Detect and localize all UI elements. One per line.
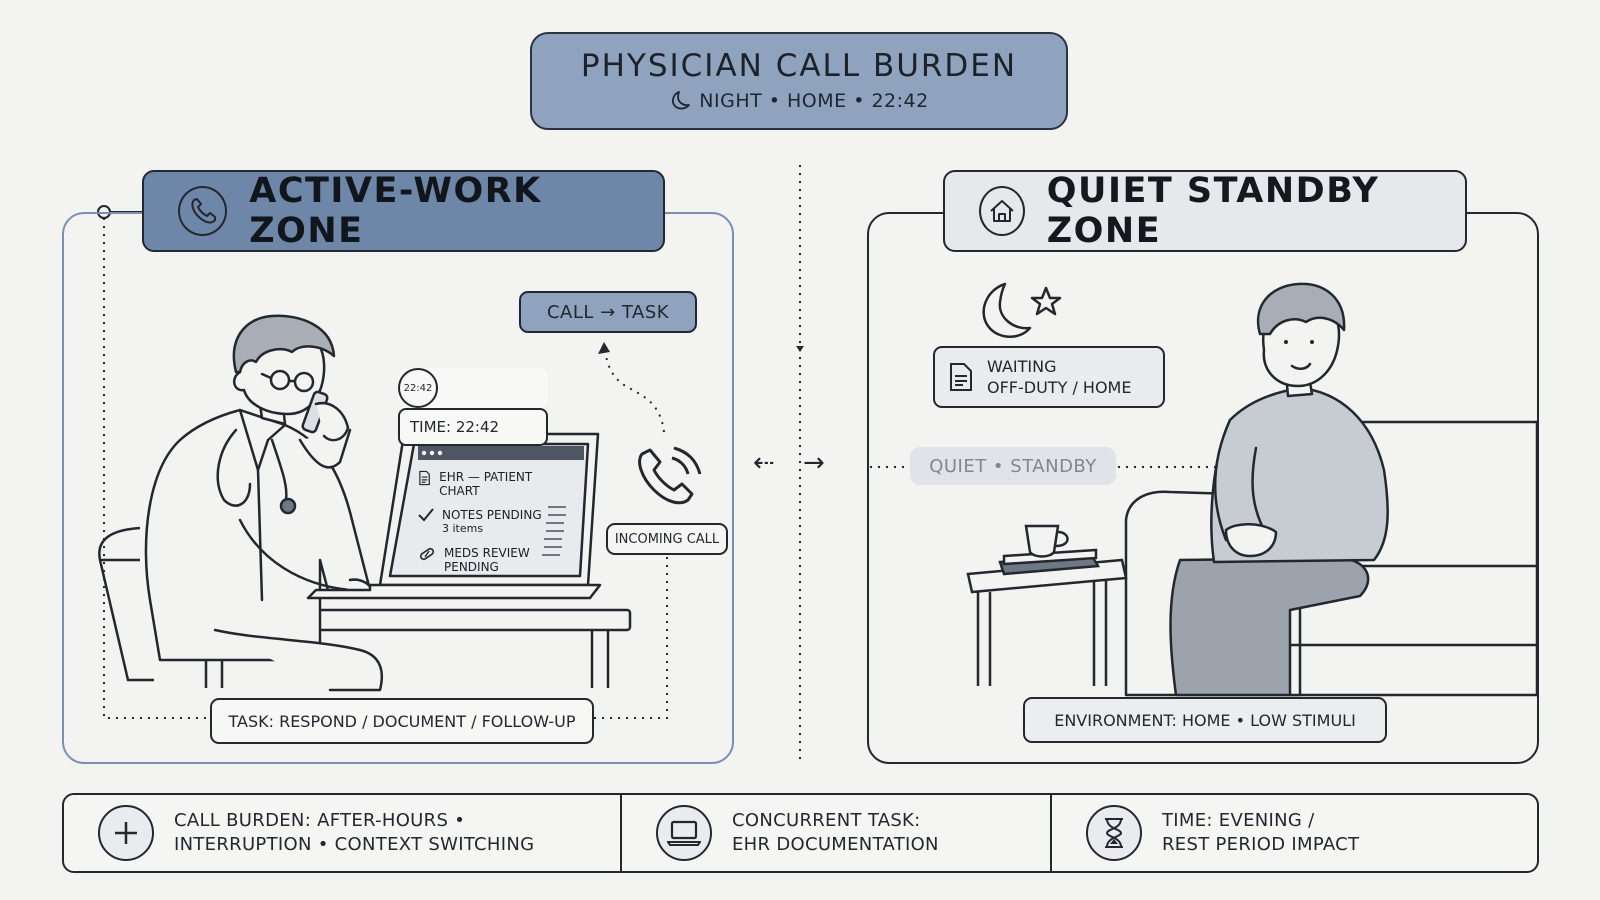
- coffee-cup: [1024, 524, 1069, 558]
- home-icon: [979, 186, 1025, 236]
- quiet-standby-label: QUIET • STANDBY: [910, 447, 1116, 485]
- incoming-phone-icon: [638, 446, 702, 505]
- divider-arrowhead: [796, 346, 804, 352]
- active-zone-title: ACTIVE-WORK ZONE: [249, 171, 542, 251]
- quiet-standby-zone-header: QUIET STANDBY ZONE: [943, 170, 1467, 252]
- doctor-chair: [98, 526, 154, 682]
- ehr-notes-detail: 3 items: [442, 522, 484, 535]
- title-banner: PHYSICIAN CALL BURDEN NIGHT • HOME • 22:…: [530, 32, 1068, 130]
- time-indicator: 22:42 TIME: 22:42: [398, 368, 548, 446]
- pill-icon: [419, 547, 435, 561]
- side-table: [966, 548, 1128, 686]
- laptop-icon: [656, 805, 712, 861]
- quiet-zone-title: QUIET STANDBY ZONE: [1046, 171, 1380, 251]
- summary-time-line2: REST PERIOD IMPACT: [1162, 834, 1360, 855]
- checkmark-icon: [418, 508, 434, 522]
- person-figure: [1169, 282, 1389, 697]
- quiet-standby-panel: [867, 212, 1539, 764]
- phone-icon: [178, 186, 228, 236]
- page-subtitle: NIGHT • HOME • 22:42: [532, 90, 1066, 112]
- right-dotted-loop: [594, 555, 668, 719]
- summary-time-line1: TIME: EVENING /: [1162, 810, 1315, 831]
- call-task-arrowhead: [598, 342, 610, 354]
- moon-icon: [672, 91, 691, 110]
- document-icon: [950, 363, 972, 391]
- summary-call-burden: CALL BURDEN: AFTER-HOURS • INTERRUPTION …: [64, 795, 620, 871]
- ehr-notes-row: NOTES PENDING 3 items: [418, 508, 568, 536]
- ehr-meds-row: MEDS REVIEW PENDING: [418, 546, 568, 574]
- summary-call-burden-line1: CALL BURDEN: AFTER-HOURS •: [174, 810, 466, 831]
- ehr-meds-line1: MEDS REVIEW: [444, 546, 530, 560]
- task-label: TASK: RESPOND / DOCUMENT / FOLLOW-UP: [210, 698, 594, 744]
- plus-icon: [98, 805, 154, 861]
- ehr-title-row: EHR — PATIENT CHART: [418, 470, 568, 498]
- hourglass-icon: [1086, 805, 1142, 861]
- subtitle-text: NIGHT • HOME • 22:42: [699, 90, 929, 112]
- moon-star-icon: [982, 282, 1062, 338]
- waiting-line1: WAITING: [987, 357, 1057, 376]
- summary-concurrent-task: CONCURRENT TASK: EHR DOCUMENTATION: [620, 795, 1050, 871]
- time-label: TIME: 22:42: [398, 408, 548, 446]
- summary-concurrent-line1: CONCURRENT TASK:: [732, 810, 921, 831]
- call-to-task-label: CALL → TASK: [519, 291, 697, 333]
- ehr-notes-title: NOTES PENDING: [442, 508, 542, 522]
- clock-icon: 22:42: [398, 368, 438, 408]
- summary-time: TIME: EVENING / REST PERIOD IMPACT: [1050, 795, 1537, 871]
- incoming-call-label: INCOMING CALL: [606, 523, 728, 555]
- summary-call-burden-line2: INTERRUPTION • CONTEXT SWITCHING: [174, 834, 535, 855]
- active-work-zone-header: ACTIVE-WORK ZONE: [142, 170, 665, 252]
- ehr-meds-line2: PENDING: [444, 560, 499, 574]
- environment-label: ENVIRONMENT: HOME • LOW STIMULI: [1023, 697, 1387, 743]
- transition-arrows: ⇠ →: [753, 448, 835, 478]
- page-title: PHYSICIAN CALL BURDEN: [580, 48, 1018, 84]
- summary-bar: CALL BURDEN: AFTER-HOURS • INTERRUPTION …: [62, 793, 1539, 873]
- document-icon: [419, 470, 430, 486]
- summary-concurrent-line2: EHR DOCUMENTATION: [732, 834, 939, 855]
- waiting-status: WAITING OFF-DUTY / HOME: [933, 346, 1165, 408]
- waiting-line2: OFF-DUTY / HOME: [987, 378, 1132, 397]
- ehr-screen: EHR — PATIENT CHART NOTES PENDING 3 item…: [418, 470, 568, 574]
- ehr-title: EHR — PATIENT CHART: [439, 470, 533, 498]
- call-task-curve: [603, 347, 665, 433]
- laptop: [306, 432, 602, 600]
